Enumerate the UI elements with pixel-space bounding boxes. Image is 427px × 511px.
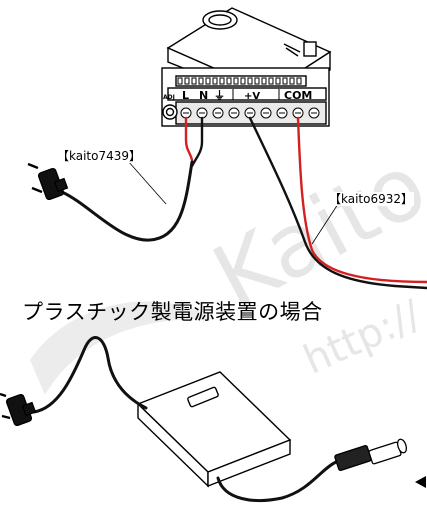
ac-cable xyxy=(60,116,204,242)
adapter-side-face xyxy=(207,438,291,488)
section-heading: プラスチック製電源装置の場合 xyxy=(22,300,323,324)
adapter-ac-cord xyxy=(32,336,148,414)
adapter-ac-plug xyxy=(0,392,37,427)
dc-cable-black-lead xyxy=(248,116,427,290)
ac-cable-red-lead xyxy=(184,116,194,162)
comb-teeth xyxy=(177,77,302,85)
dc-cable xyxy=(248,116,427,290)
terminal-label-adj: ADJ xyxy=(163,94,175,101)
psu-fan xyxy=(202,10,238,30)
terminal-label-n: N xyxy=(199,89,208,102)
ac-cable-cord xyxy=(60,160,194,242)
watermark-swoosh xyxy=(30,301,215,395)
terminal-label-plus-v: +V xyxy=(244,91,260,102)
terminal-label-com: COM xyxy=(284,89,312,102)
arrow-tip xyxy=(415,476,426,488)
watermark: Kaito http:// xyxy=(30,133,427,395)
tag-dc-cable: 【kaito6932】 xyxy=(328,192,415,206)
psu-switch xyxy=(303,41,317,57)
ac-plug-top xyxy=(27,162,69,201)
dc-cable-red-lead xyxy=(296,116,427,284)
tag-ac-cable: 【kaito7439】 xyxy=(56,149,143,163)
ac-cable-black-lead xyxy=(190,116,204,168)
dc-barrel-plug xyxy=(334,438,408,471)
terminal-label-l: L xyxy=(182,89,189,102)
adapter-dc-cord xyxy=(216,460,338,502)
terminal-label-ground: ⏚ xyxy=(214,89,225,102)
plastic-adapter xyxy=(136,371,292,488)
